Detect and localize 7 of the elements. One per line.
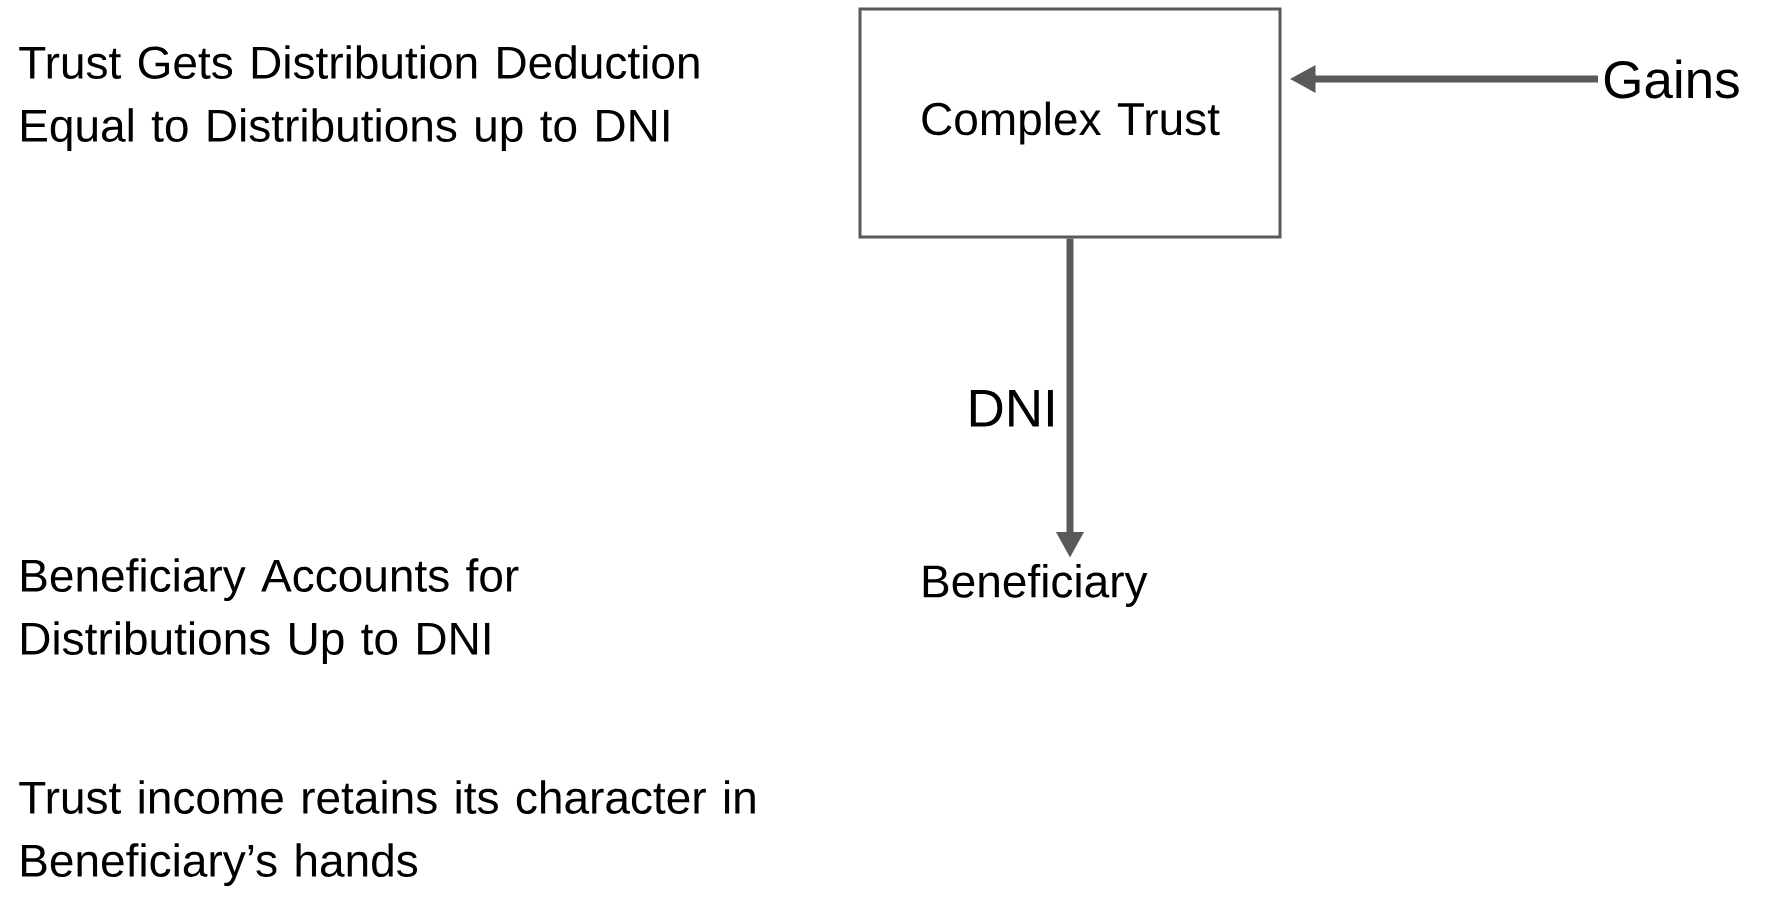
node-text: Beneficiary: [923, 564, 1148, 607]
note-text: Trust income retains its character in Beneficiary’s hands: [19, 780, 755, 887]
note-text: Beneficiary Accounts for Distributions Up to DNI: [22, 558, 519, 665]
edge-label: DNI: [970, 390, 1053, 427]
node-text: Gains: [1604, 59, 1739, 99]
process-box: Complex Trust: [858, 7, 1282, 239]
note-text: Trust Gets Distribution Deduction Equal to Distributions up to DNI: [19, 45, 699, 152]
